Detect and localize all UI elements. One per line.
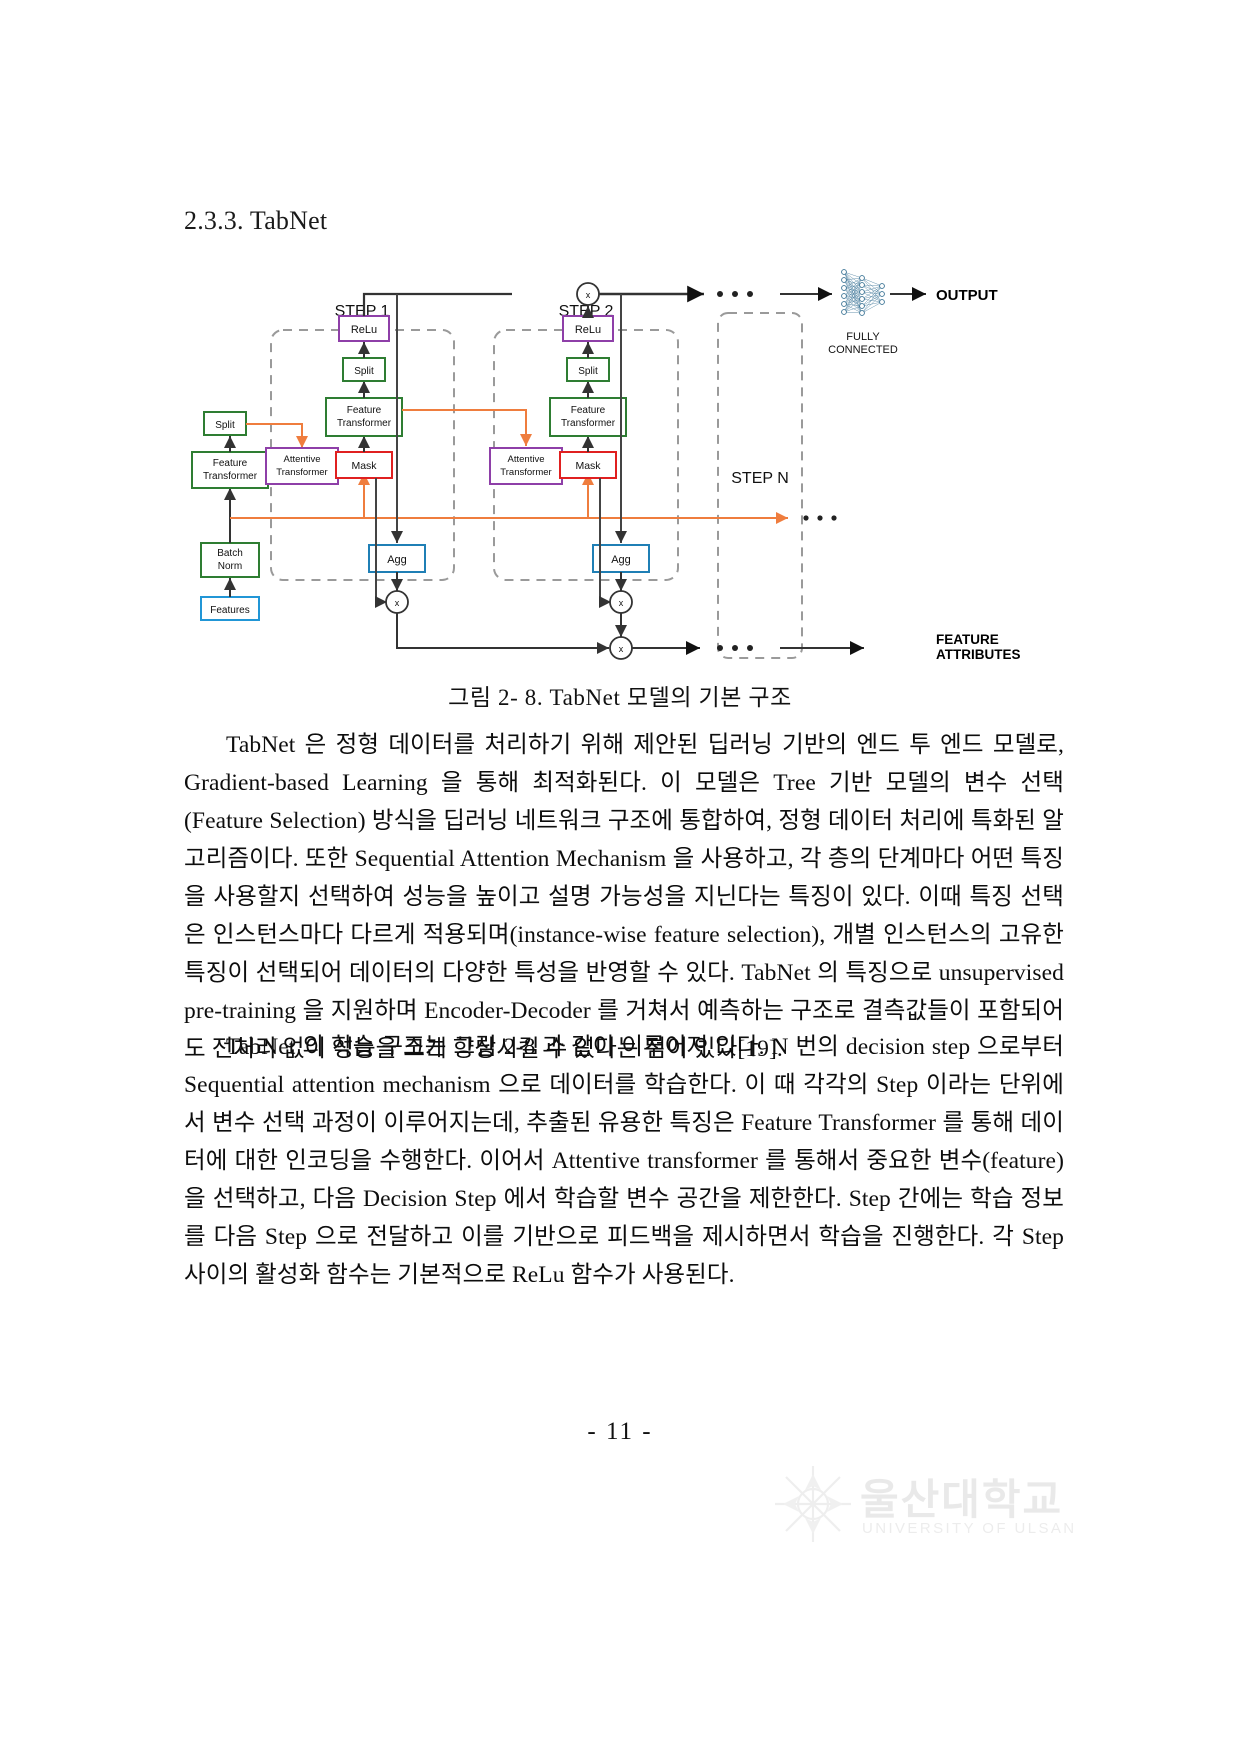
mult1-to-final-bus	[396, 613, 609, 654]
body-paragraph-2: TabNet 의 학습 구조는 그림 2-8 과 같이 이루어져 있다. N 번…	[184, 1028, 1064, 1294]
agg-label-1: Agg	[387, 554, 407, 566]
multiply-label-top: x	[586, 290, 591, 300]
attentive-transformer-label-1b: Transformer	[276, 467, 327, 478]
figure-caption: 그림 2- 8. TabNet 모델의 기본 구조	[448, 685, 792, 710]
feature-transformer-box-2	[549, 397, 627, 437]
page-number: - 11 -	[587, 1418, 653, 1445]
batch-norm-label-2: Norm	[218, 561, 242, 572]
attentive-transformer-label-2a: Attentive	[508, 454, 545, 465]
feature-transformer-label-0b: Transformer	[203, 471, 258, 482]
batch-norm-label-1: Batch	[217, 548, 243, 559]
body-paragraph-1: TabNet 은 정형 데이터를 처리하기 위해 제안된 딥러닝 기반의 엔드 …	[184, 726, 1064, 1068]
step-n-label: STEP N	[731, 470, 789, 487]
split-label-1: Split	[354, 366, 374, 377]
agg-box-1	[368, 544, 426, 573]
top-bus-step1	[362, 292, 512, 316]
paragraph-1-text: TabNet 은 정형 데이터를 처리하기 위해 제안된 딥러닝 기반의 엔드 …	[184, 732, 1064, 1062]
attentive-transformer-label-1a: Attentive	[284, 454, 321, 465]
split-label-0: Split	[215, 420, 235, 431]
relu-label-2: ReLu	[575, 324, 601, 336]
tabnet-architecture-figure: STEP 1 STEP 2 STEP N Features Batch Norm…	[184, 258, 1064, 678]
university-watermark: 울산대학교 UNIVERSITY OF ULSAN	[760, 1448, 1180, 1578]
university-emblem-icon	[775, 1466, 851, 1542]
mask-label-1: Mask	[351, 460, 377, 472]
fully-connected-label-2: CONNECTED	[828, 344, 898, 356]
mask-label-2: Mask	[575, 460, 601, 472]
output-label: OUTPUT	[936, 287, 998, 304]
mask-box-1	[335, 451, 393, 479]
feature-transformer-box-1	[325, 397, 403, 437]
step-1-container	[270, 329, 455, 581]
feature-attributes-label-2: ATTRIBUTES	[936, 647, 1021, 662]
batch-norm-box	[200, 542, 260, 578]
feature-transformer-label-2a: Feature	[571, 405, 606, 416]
feature-transformer-label-1b: Transformer	[337, 418, 392, 429]
mask2-to-mult2	[599, 478, 611, 608]
agg-label-2: Agg	[611, 554, 631, 566]
paragraph-2-text: TabNet 의 학습 구조는 그림 2-8 과 같이 이루어져 있다. N 번…	[184, 1034, 1064, 1288]
attentive-transformer-label-2b: Transformer	[500, 467, 551, 478]
orange-split0-to-attentive1	[246, 423, 308, 448]
fully-connected-network-icon	[841, 269, 885, 316]
feature-transformer-label-0a: Feature	[213, 458, 248, 469]
orange-ft1-to-attentive2	[402, 409, 532, 446]
relu-label-1: ReLu	[351, 324, 377, 336]
mask1-to-mult1	[375, 478, 387, 608]
split-label-2: Split	[578, 366, 598, 377]
university-subtitle: UNIVERSITY OF ULSAN	[862, 1520, 1077, 1537]
multiply-label-1: x	[395, 598, 400, 608]
attentive-transformer-box-2	[489, 447, 563, 485]
multiply-label-2: x	[619, 598, 624, 608]
university-name: 울산대학교	[860, 1476, 1064, 1523]
feature-transformer-box-0	[191, 451, 269, 489]
feature-transformer-label-1a: Feature	[347, 405, 382, 416]
feature-attributes-label-1: FEATURE	[936, 632, 999, 647]
fully-connected-label-1: FULLY	[846, 331, 880, 343]
features-label: Features	[210, 605, 249, 616]
multiply-label-final: x	[619, 644, 624, 654]
agg-box-2	[592, 544, 650, 573]
section-heading: 2.3.3. TabNet	[184, 206, 328, 235]
step-n-container	[717, 312, 803, 659]
relu-box-1	[338, 315, 390, 342]
mask-box-2	[559, 451, 617, 479]
feature-transformer-label-2b: Transformer	[561, 418, 616, 429]
